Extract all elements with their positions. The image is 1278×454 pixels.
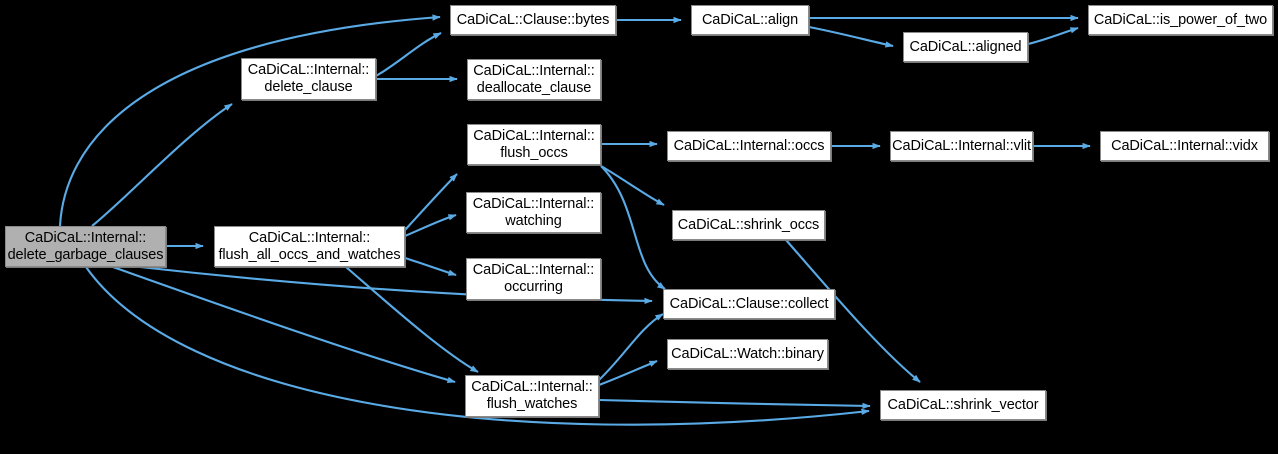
graph-node-watching[interactable]: CaDiCaL::Internal:: watching (466, 192, 601, 233)
graph-node-label: CaDiCaL::align (701, 11, 799, 28)
graph-edge-delete_clause-to-clause_bytes (375, 32, 442, 77)
graph-edge-flush_watches-to-clause_collect (598, 313, 664, 381)
graph-node-clause_bytes[interactable]: CaDiCaL::Clause::bytes (450, 5, 616, 35)
graph-edge-delete_garbage_clauses-to-shrink_vector (85, 266, 870, 426)
graph-node-occurring[interactable]: CaDiCaL::Internal:: occurring (466, 258, 601, 300)
graph-edge-flush_watches-to-watch_binary (598, 360, 658, 386)
graph-node-clause_collect[interactable]: CaDiCaL::Clause::collect (663, 289, 835, 319)
graph-edge-shrink_occs-to-shrink_vector (785, 239, 921, 383)
graph-node-label: CaDiCaL::Internal:: flush_all_occs_and_w… (218, 229, 401, 263)
graph-node-is_power_of_two[interactable]: CaDiCaL::is_power_of_two (1088, 5, 1273, 35)
graph-node-label: CaDiCaL::Internal:: flush_occs (473, 127, 595, 161)
graph-node-shrink_vector[interactable]: CaDiCaL::shrink_vector (880, 390, 1046, 420)
graph-node-shrink_occs[interactable]: CaDiCaL::shrink_occs (672, 210, 825, 240)
graph-node-label: CaDiCaL::Clause::collect (669, 295, 829, 312)
graph-node-label: CaDiCaL::Clause::bytes (456, 11, 610, 28)
graph-edge-flush_watches-to-shrink_vector (598, 398, 871, 410)
graph-edge-aligned-to-is_power_of_two (1027, 26, 1079, 46)
graph-node-label: CaDiCaL::Internal:: delete_clause (247, 62, 370, 95)
graph-edge-delete_garbage_clauses-to-flush_watches (112, 266, 456, 384)
graph-node-watch_binary[interactable]: CaDiCaL::Watch::binary (667, 339, 828, 369)
graph-node-delete_clause[interactable]: CaDiCaL::Internal:: delete_clause (241, 58, 376, 100)
graph-edge-flush_all_occs_and_watches-to-flush_occs (404, 173, 458, 231)
graph-edge-flush_all_occs_and_watches-to-watching (404, 213, 457, 237)
graph-node-label: CaDiCaL::aligned (909, 38, 1022, 55)
graph-node-flush_all_occs_and_watches[interactable]: CaDiCaL::Internal:: flush_all_occs_and_w… (214, 226, 405, 267)
graph-node-label: CaDiCaL::shrink_vector (887, 396, 1039, 413)
graph-edge-delete_garbage_clauses-to-clause_bytes (58, 14, 441, 227)
graph-node-occs[interactable]: CaDiCaL::Internal::occs (667, 131, 831, 161)
graph-node-label: CaDiCaL::Internal::occs (673, 137, 825, 154)
graph-node-align[interactable]: CaDiCaL::align (691, 5, 809, 35)
graph-node-label: CaDiCaL::Internal:: occurring (472, 262, 595, 295)
graph-node-label: CaDiCaL::Internal:: flush_watches (471, 379, 593, 412)
graph-node-vlit[interactable]: CaDiCaL::Internal::vlit (890, 131, 1033, 161)
graph-node-label: CaDiCaL::Internal:: delete_garbage_claus… (7, 229, 164, 263)
graph-node-flush_occs[interactable]: CaDiCaL::Internal:: flush_occs (467, 124, 601, 165)
graph-edge-flush_occs-to-shrink_occs (600, 165, 665, 206)
graph-node-deallocate_clause[interactable]: CaDiCaL::Internal:: deallocate_clause (467, 59, 601, 100)
graph-node-label: CaDiCaL::Internal:: deallocate_clause (473, 62, 595, 96)
graph-node-vidx[interactable]: CaDiCaL::Internal::vidx (1100, 131, 1269, 161)
graph-edge-flush_occs-to-clause_collect (600, 165, 666, 290)
graph-edge-delete_garbage_clauses-to-delete_clause (91, 103, 233, 227)
graph-node-delete_garbage_clauses[interactable]: CaDiCaL::Internal:: delete_garbage_claus… (5, 226, 166, 267)
graph-node-label: CaDiCaL::is_power_of_two (1093, 11, 1268, 28)
graph-node-label: CaDiCaL::Internal::vlit (892, 137, 1031, 154)
graph-node-label: CaDiCaL::shrink_occs (677, 216, 820, 233)
graph-edge-align-to-aligned (808, 25, 894, 48)
graph-edge-flush_all_occs_and_watches-to-occurring (404, 256, 457, 277)
graph-edge-flush_all_occs_and_watches-to-flush_watches (345, 266, 479, 373)
graph-node-label: CaDiCaL::Internal:: watching (472, 195, 595, 229)
graph-node-label: CaDiCaL::Internal::vidx (1111, 137, 1258, 154)
graph-node-aligned[interactable]: CaDiCaL::aligned (903, 32, 1028, 62)
graph-node-flush_watches[interactable]: CaDiCaL::Internal:: flush_watches (465, 375, 599, 417)
graph-node-label: CaDiCaL::Watch::binary (671, 345, 824, 362)
